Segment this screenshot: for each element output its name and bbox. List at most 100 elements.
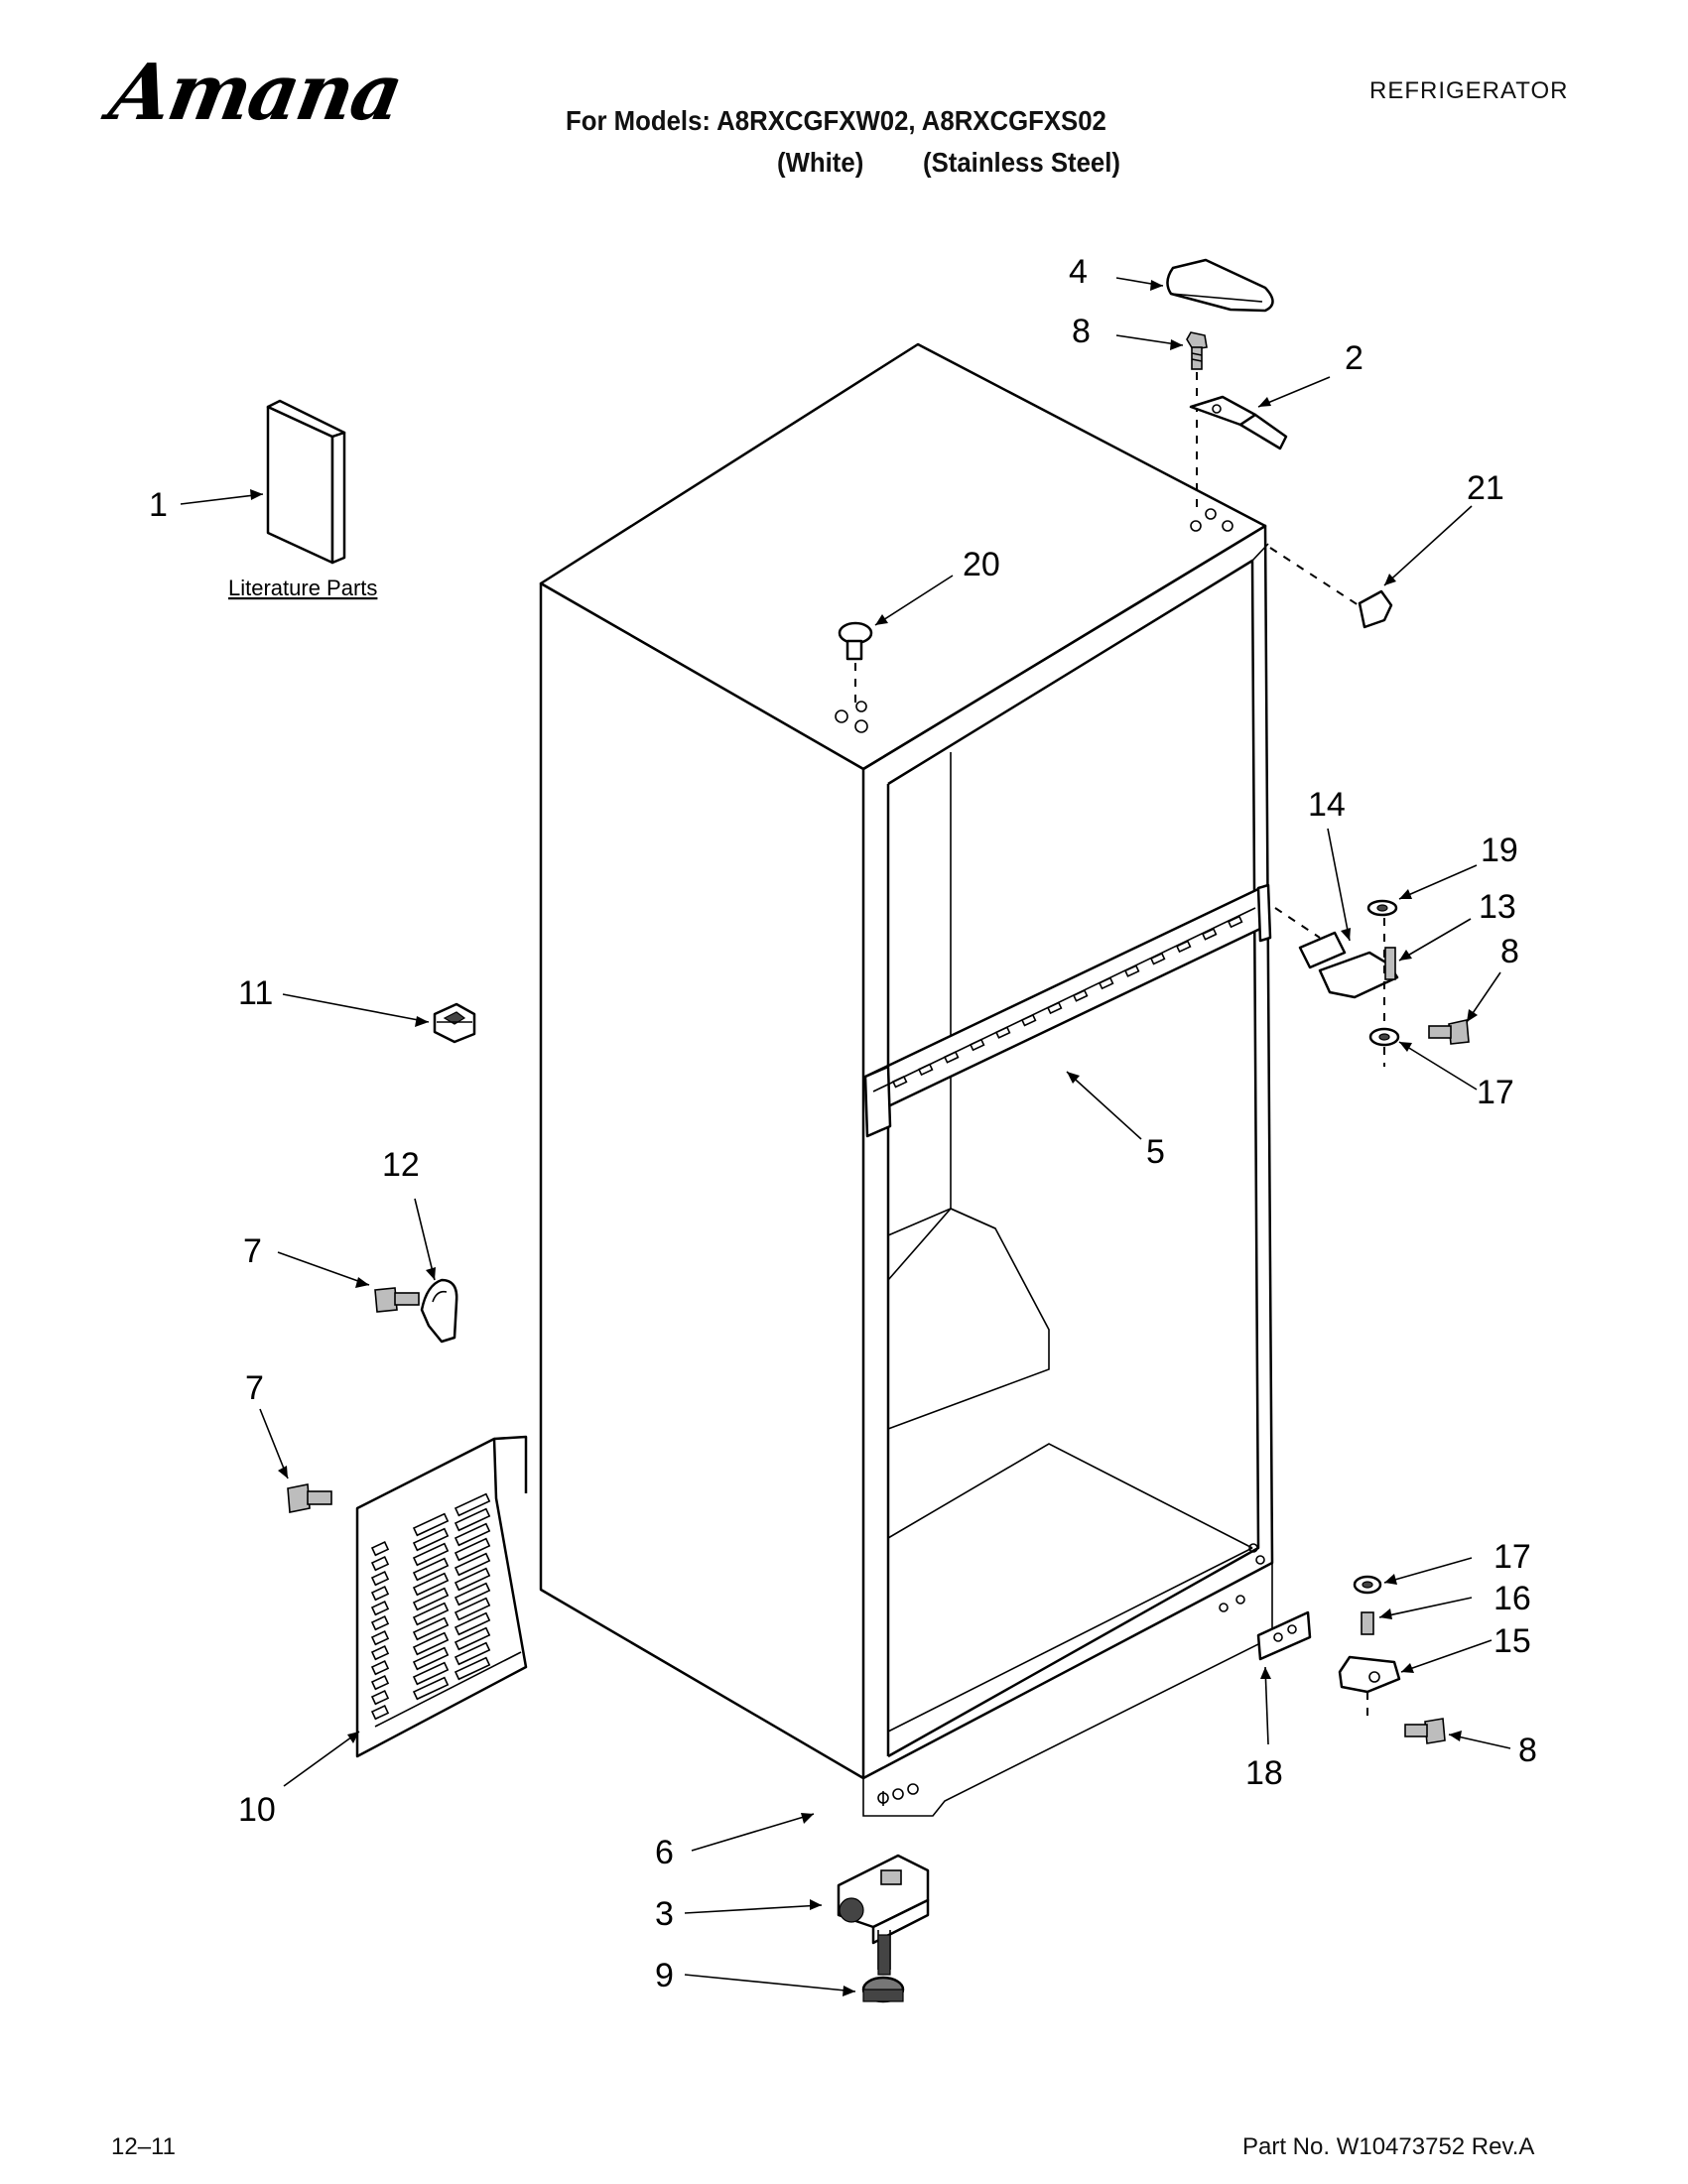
grille-slot (454, 1492, 491, 1517)
grille-slot (454, 1582, 491, 1606)
grille-slot (412, 1602, 450, 1626)
grille-slot (370, 1645, 390, 1661)
grille-slot (370, 1601, 390, 1616)
grille-slot (370, 1586, 390, 1602)
rail-slots (891, 915, 1243, 1089)
grille-slot (370, 1615, 390, 1631)
grille-slot (412, 1557, 450, 1582)
callout-12: 12 (382, 1146, 420, 1184)
grille-slot (370, 1541, 390, 1557)
literature-parts: Literature Parts (228, 399, 377, 600)
grille-slot (454, 1611, 491, 1636)
callout-8-top: 8 (1072, 313, 1091, 350)
hinge-cover (1166, 258, 1274, 313)
callout-17-center: 17 (1477, 1074, 1514, 1111)
callout-17-bottom: 17 (1493, 1538, 1531, 1576)
rail-slot (891, 1075, 908, 1089)
grille-slot (412, 1512, 450, 1537)
models-line: For Models: A8RXCGFXW02, A8RXCGFXS02 (566, 105, 1106, 136)
rail-slot (1098, 976, 1114, 990)
rail-slot (1072, 989, 1089, 1002)
grille-slot (412, 1527, 450, 1552)
grille-slot (412, 1542, 450, 1567)
roller-assembly (837, 1854, 930, 2003)
footer-part-number: Part No. W10473752 Rev.A (1242, 2133, 1535, 2160)
callout-14: 14 (1308, 786, 1346, 824)
grille-slot (370, 1556, 390, 1572)
bottom-hinge (1256, 1575, 1446, 1744)
literature-parts-label: Literature Parts (228, 576, 377, 600)
callout-18: 18 (1245, 1754, 1283, 1792)
bracket-12 (374, 1278, 458, 1344)
rail-slot (1201, 928, 1218, 941)
callout-15: 15 (1493, 1622, 1531, 1660)
grille-slot (454, 1641, 491, 1666)
leveling-foot (861, 1934, 905, 2003)
center-rail (863, 883, 1272, 1138)
grille-slot (454, 1522, 491, 1547)
cabinet (539, 342, 1274, 1817)
grille-slot (412, 1587, 450, 1611)
callout-2: 2 (1345, 339, 1363, 377)
callout-1: 1 (149, 486, 168, 524)
grille-slot (454, 1597, 491, 1621)
callout-19: 19 (1481, 832, 1518, 869)
screw-7-lower (287, 1483, 332, 1513)
center-hinge (1274, 899, 1470, 1067)
callout-8-center: 8 (1500, 933, 1519, 970)
grille-slot (454, 1537, 491, 1562)
top-hinge (1189, 395, 1288, 450)
rail-slot (1175, 940, 1192, 954)
grille-slot (412, 1572, 450, 1597)
grille-slot (370, 1630, 390, 1646)
grille-slot (454, 1567, 491, 1592)
callout-9: 9 (655, 1957, 674, 1994)
rail-slot (943, 1051, 960, 1064)
hinge-plug (1269, 547, 1393, 629)
rail-slot (969, 1038, 985, 1052)
grille-slot (412, 1616, 450, 1641)
callout-7-lower: 7 (245, 1369, 264, 1407)
grille-slot (370, 1660, 390, 1676)
rail-slot (1227, 915, 1243, 929)
grille-slot (412, 1631, 450, 1656)
screw-top (1186, 331, 1208, 511)
rail-slot (1020, 1013, 1037, 1027)
grille-slot (370, 1675, 390, 1691)
variant-stainless: (Stainless Steel) (923, 147, 1121, 178)
grille-slot (454, 1507, 491, 1532)
callout-16: 16 (1493, 1580, 1531, 1617)
callout-11: 11 (238, 974, 273, 1012)
top-plug (838, 621, 873, 705)
document-type: REFRIGERATOR (1369, 77, 1569, 104)
clip-11 (433, 1002, 476, 1044)
footer-date: 12–11 (111, 2133, 176, 2160)
grille-slot (412, 1676, 450, 1701)
grille-slot (370, 1571, 390, 1587)
grille-slot (412, 1661, 450, 1686)
rail-slot (1046, 1001, 1063, 1015)
grille-slot (370, 1690, 390, 1706)
rail-slot (994, 1026, 1011, 1039)
rail-slot (1149, 952, 1166, 965)
variant-white: (White) (777, 147, 864, 178)
callout-13: 13 (1479, 888, 1516, 926)
callout-labels: 1 2 3 4 5 6 7 7 8 8 8 9 10 11 12 13 14 1… (149, 253, 1537, 1994)
rail-slot (917, 1063, 934, 1077)
callout-21: 21 (1467, 469, 1504, 507)
rail-slot (1123, 964, 1140, 977)
callout-4: 4 (1069, 253, 1088, 291)
callout-20: 20 (963, 546, 1000, 583)
leader-lines (180, 277, 1511, 1996)
grille-slot (454, 1656, 491, 1681)
grille-slot (412, 1646, 450, 1671)
grille-slot (370, 1705, 390, 1721)
callout-10: 10 (238, 1791, 276, 1829)
grille-slots (370, 1492, 491, 1721)
callout-3: 3 (655, 1895, 674, 1933)
callout-8-bottom: 8 (1518, 1732, 1537, 1769)
grille-slot (454, 1626, 491, 1651)
callout-6: 6 (655, 1834, 674, 1871)
